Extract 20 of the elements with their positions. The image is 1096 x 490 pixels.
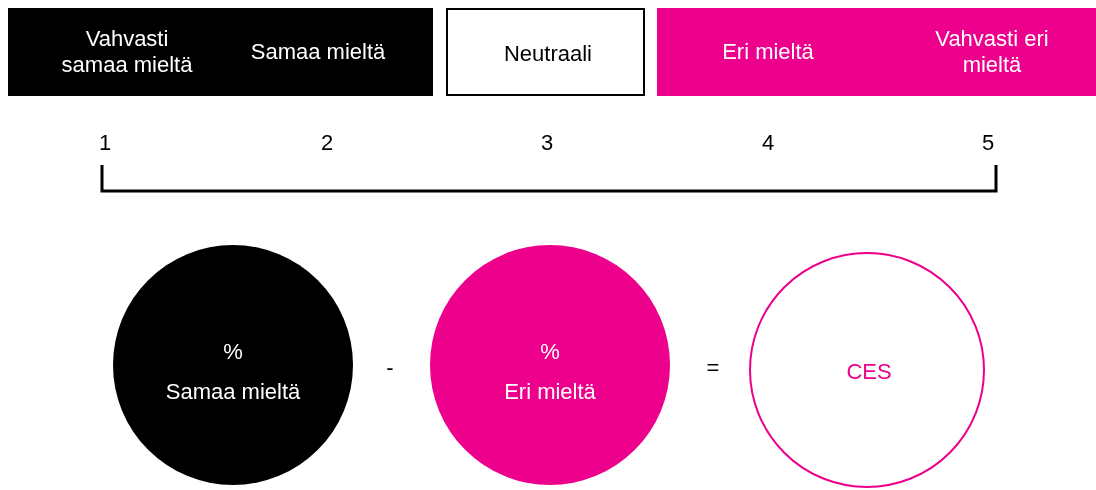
- scale-number: 3: [540, 130, 554, 156]
- scale-label: Samaa mieltä: [164, 379, 302, 405]
- scale-number: 4: [761, 130, 775, 156]
- scale-label: Vahvasti samaa mieltä: [60, 26, 194, 78]
- scale-label: %: [222, 339, 244, 365]
- scale-number: 1: [98, 130, 112, 156]
- scale-label: CES: [845, 359, 893, 385]
- scale-bar: [8, 8, 433, 96]
- scale-label: Eri mieltä: [721, 39, 815, 65]
- scale-number: 2: [320, 130, 334, 156]
- scale-box: [446, 8, 645, 96]
- scale-label: %: [539, 339, 561, 365]
- scale-label: Eri mieltä: [503, 379, 597, 405]
- scale-label: Samaa mieltä: [249, 39, 387, 65]
- operator-sign: -: [386, 355, 394, 381]
- scale-bar: [657, 8, 1096, 96]
- scale-number: 5: [981, 130, 995, 156]
- operator-sign: =: [706, 355, 720, 381]
- scale-label: Vahvasti eri mieltä: [934, 26, 1050, 78]
- scale-label: Neutraali: [502, 41, 593, 67]
